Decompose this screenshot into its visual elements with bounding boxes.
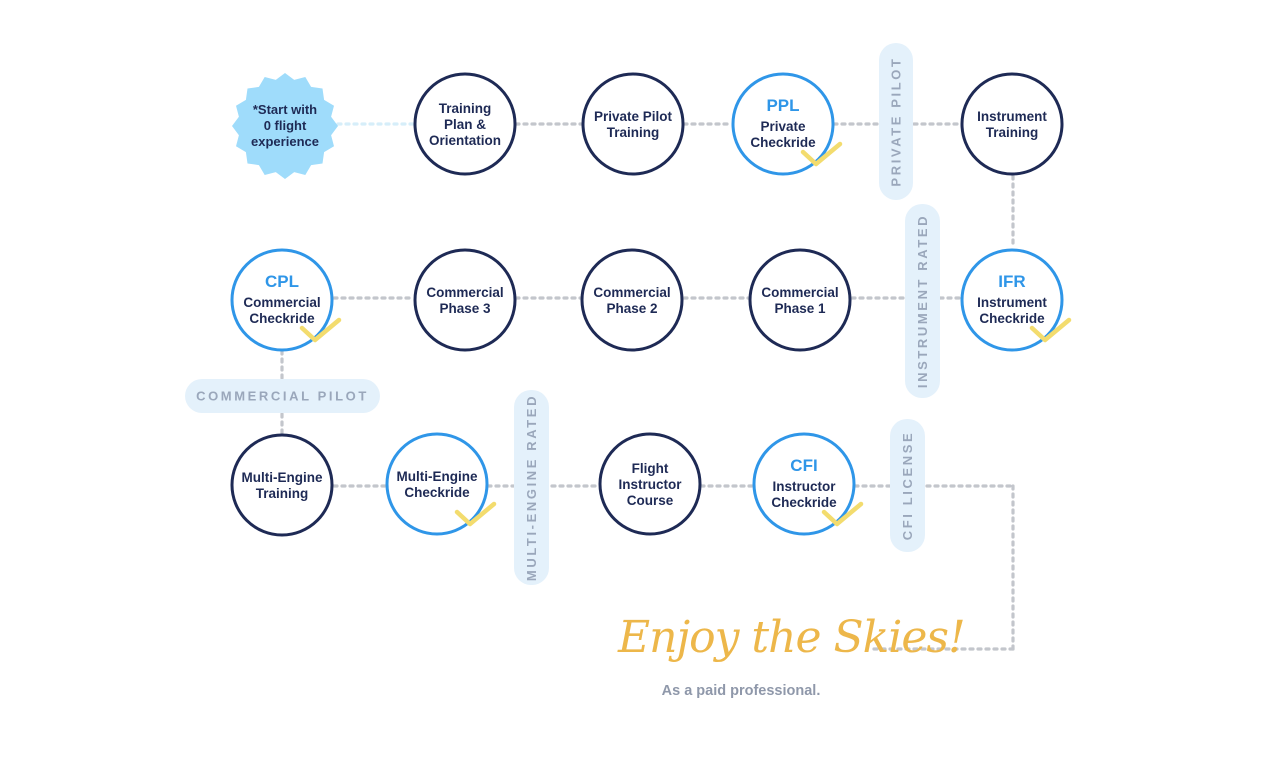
ppl-checkride-credential: PPL [766,96,799,115]
finale-subtitle: As a paid professional. [662,683,821,699]
training-plan-label-line-1: Training [439,101,492,116]
multi-engine-checkride-label-line-2: Checkride [404,485,470,500]
multi-engine-training-label-line-1: Multi-Engine [242,470,323,485]
cfi-license-label-background [890,419,925,552]
checkmark-icon [800,141,843,167]
cfi-license-label: CFI LICENSE [890,419,925,552]
finale-title: Enjoy the Skies! [617,612,965,663]
ppl-checkride-label-line-1: Private [760,119,806,134]
checkmark-icon [1029,317,1072,343]
commercial-phase-3-label-line-2: Phase 3 [439,301,491,316]
commercial-phase-1-label-line-1: Commercial [761,285,838,300]
ifr-checkride-credential: IFR [998,272,1025,291]
private-pilot-training-label-line-1: Private Pilot [594,109,673,124]
start-badge-line-2: 0 flight [264,118,307,133]
start-badge-line-1: *Start with [253,102,317,117]
cfi-license-label-text: CFI LICENSE [900,431,915,541]
commercial-pilot-label-background [185,379,380,413]
training-plan-label-line-2: Plan & [444,117,486,132]
multi-engine-training-label-line-2: Training [256,486,309,501]
flight-instructor-course-ring [598,432,702,536]
multi-engine-rated-label-text: MULTI-ENGINE RATED [524,394,539,581]
private-pilot-label-background [879,43,913,200]
multi-engine-training-ring [230,433,334,537]
commercial-pilot-label: COMMERCIAL PILOT [185,379,380,413]
commercial-phase-3-ring [413,248,517,352]
instrument-training-ring [960,72,1064,176]
commercial-phase-1-ring [748,248,852,352]
multi-engine-rated-label: MULTI-ENGINE RATED [514,390,549,585]
private-pilot-label: PRIVATE PILOT [879,43,913,200]
cfi-checkride-credential: CFI [790,456,817,475]
checkmark-icon [299,317,342,343]
ppl-checkride-ring [731,72,835,176]
commercial-phase-2-ring [580,248,684,352]
multi-engine-rated-label-background [514,390,549,585]
instrument-training-label-line-1: Instrument [977,109,1047,124]
commercial-phase-2-label-line-1: Commercial [593,285,670,300]
cpl-checkride-credential: CPL [265,272,299,291]
multi-engine-checkride-label-line-1: Multi-Engine [397,469,478,484]
commercial-phase-2-label-line-2: Phase 2 [606,301,657,316]
commercial-phase-1-label-line-2: Phase 1 [774,301,826,316]
checkmark-icon [821,501,864,527]
starburst-icon [232,73,338,179]
ppl-checkride-label-line-2: Checkride [750,135,816,150]
cpl-checkride-label-line-2: Checkride [249,311,315,326]
commercial-phase-3-label-line-1: Commercial [426,285,503,300]
cpl-checkride-ring [230,248,334,352]
flight-instructor-course-label-line-3: Course [627,493,674,508]
multi-engine-checkride-ring [385,432,489,536]
training-plan-label-line-3: Orientation [429,133,501,148]
ifr-checkride-ring [960,248,1064,352]
private-pilot-label-text: PRIVATE PILOT [889,56,904,186]
flight-instructor-course-label-line-1: Flight [632,461,669,476]
private-pilot-training-label-line-2: Training [607,125,660,140]
commercial-pilot-label-text: COMMERCIAL PILOT [196,389,369,404]
finale: Enjoy the Skies! As a paid professional. [617,612,966,699]
cfi-checkride-label-line-2: Checkride [771,495,837,510]
instrument-training-label-line-2: Training [986,125,1039,140]
checkmark-icon [454,501,497,527]
flight-instructor-course-label-line-2: Instructor [618,477,682,492]
start-badge-line-3: experience [251,134,319,149]
ifr-checkride-label-line-1: Instrument [977,295,1047,310]
roadmap-connectors [280,122,1015,651]
cfi-checkride-ring [752,432,856,536]
ifr-checkride-label-line-2: Checkride [979,311,1045,326]
instrument-rated-label-background [905,204,940,398]
training-plan-ring [413,72,517,176]
instrument-rated-label: INSTRUMENT RATED [905,204,940,398]
cfi-checkride-label-line-1: Instructor [772,479,836,494]
private-pilot-training-ring [581,72,685,176]
instrument-rated-label-text: INSTRUMENT RATED [915,214,930,388]
cpl-checkride-label-line-1: Commercial [243,295,320,310]
certification-labels: PRIVATE PILOT INSTRUMENT RATED COMMERCIAL … [185,43,940,585]
